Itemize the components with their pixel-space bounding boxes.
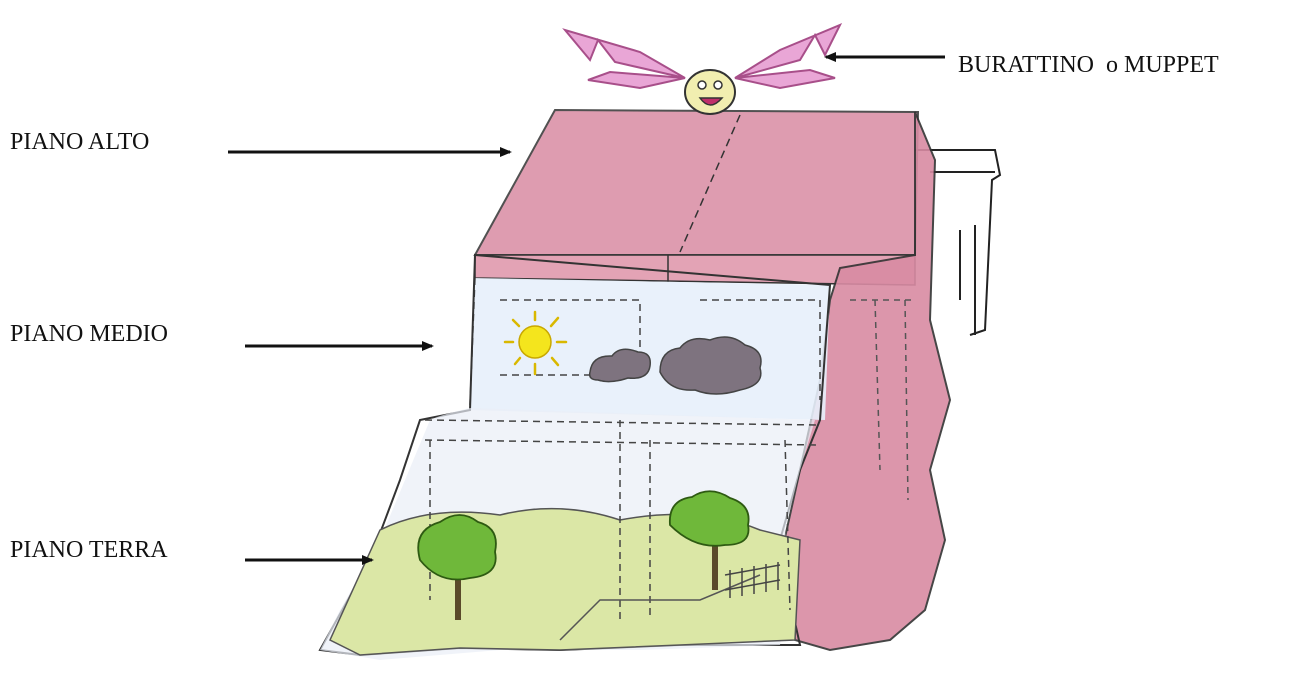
label-puppet-alt: MUPPET (1124, 52, 1219, 78)
puppet (565, 25, 840, 114)
label-piano-terra: PIANO TERRA (10, 538, 168, 562)
label-piano-alto: PIANO ALTO (10, 130, 149, 154)
label-puppet-main: BURATTINO (958, 52, 1094, 78)
label-puppet: BURATTINO o MUPPET (958, 53, 1219, 77)
label-piano-medio: PIANO MEDIO (10, 322, 168, 346)
label-puppet-conj: o (1106, 52, 1118, 78)
top-board (475, 110, 918, 285)
